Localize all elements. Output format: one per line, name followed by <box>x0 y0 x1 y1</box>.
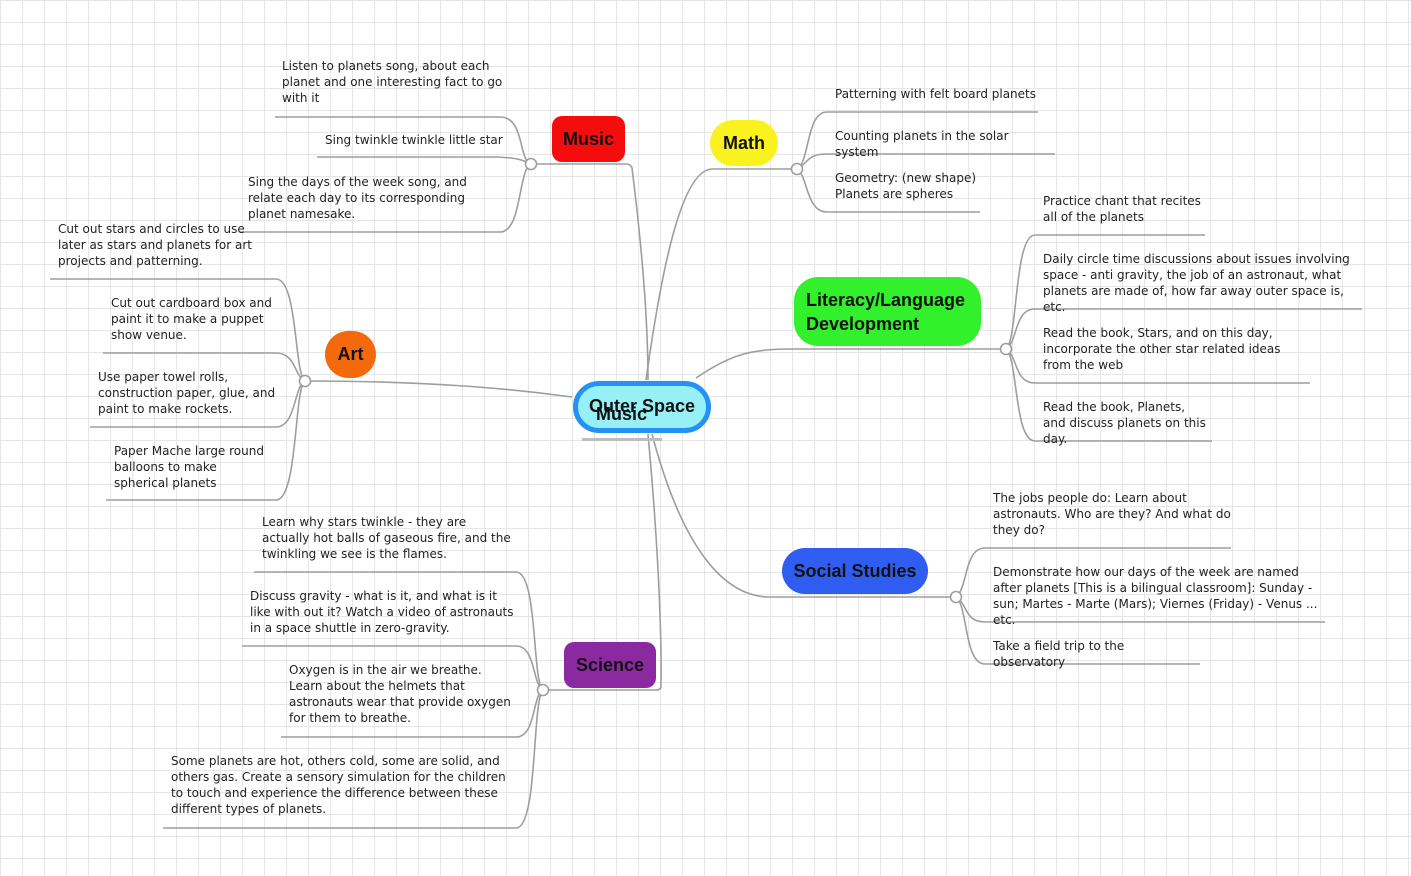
topic-music[interactable]: Music <box>552 116 625 162</box>
topic-art[interactable]: Art <box>325 331 376 378</box>
literacy-junction <box>999 342 1013 356</box>
edge-music-2 <box>317 156 532 165</box>
literacy-item-1[interactable]: Practice chant that recites all of the p… <box>1043 194 1201 224</box>
science-junction <box>536 683 550 697</box>
topic-social-studies[interactable]: Social Studies <box>782 548 928 594</box>
science-item-4[interactable]: Some planets are hot, others cold, some … <box>171 754 506 816</box>
edge-literacy-4 <box>1005 348 1212 442</box>
edge-central-social <box>651 433 956 598</box>
math-item-1[interactable]: Patterning with felt board planets <box>835 87 1036 101</box>
literacy-item-2[interactable]: Daily circle time discussions about issu… <box>1043 252 1350 314</box>
edge-literacy-1 <box>1005 234 1205 350</box>
edge-central-music <box>531 163 649 381</box>
music-item-1[interactable]: Listen to planets song, about each plane… <box>282 59 503 105</box>
math-junction <box>790 162 804 176</box>
ghost-underline <box>582 438 662 441</box>
literacy-item-3[interactable]: Read the book, Stars, and on this day, i… <box>1043 326 1281 372</box>
science-item-2[interactable]: Discuss gravity - what is it, and what i… <box>250 589 514 635</box>
social-item-1[interactable]: The jobs people do: Learn about astronau… <box>993 491 1231 537</box>
art-item-3[interactable]: Use paper towel rolls, construction pape… <box>98 370 276 416</box>
edge-central-science <box>543 433 662 691</box>
social-item-3[interactable]: Take a field trip to the observatory <box>993 639 1125 669</box>
art-item-2[interactable]: Cut out cardboard box and paint it to ma… <box>111 296 272 342</box>
topic-literacy[interactable]: Literacy/Language Development <box>794 277 981 346</box>
central-topic-label: Outer Space <box>588 396 696 416</box>
edge-science-4 <box>163 689 544 829</box>
edge-art-4 <box>106 380 306 501</box>
edge-central-math <box>645 168 797 381</box>
science-item-1[interactable]: Learn why stars twinkle - they are actua… <box>262 515 511 561</box>
art-item-1[interactable]: Cut out stars and circles to use later a… <box>58 222 253 268</box>
social-junction <box>949 590 963 604</box>
math-item-2[interactable]: Counting planets in the solar system <box>835 129 1009 159</box>
topic-math[interactable]: Math <box>710 120 778 166</box>
art-item-4[interactable]: Paper Mache large round balloons to make… <box>114 444 264 490</box>
topic-science[interactable]: Science <box>564 642 656 688</box>
central-topic-node[interactable] <box>573 381 711 433</box>
science-item-3[interactable]: Oxygen is in the air we breathe. Learn a… <box>289 663 511 725</box>
edge-central-art <box>304 380 573 398</box>
music-junction <box>524 157 538 171</box>
music-item-2[interactable]: Sing twinkle twinkle little star <box>325 133 503 147</box>
social-item-2[interactable]: Demonstrate how our days of the week are… <box>993 565 1318 627</box>
edge-art-1 <box>50 278 306 382</box>
art-junction <box>298 374 312 388</box>
ghost-topic-label: Music <box>596 404 648 424</box>
literacy-item-4[interactable]: Read the book, Planets, and discuss plan… <box>1043 400 1206 446</box>
math-item-3[interactable]: Geometry: (new shape) Planets are sphere… <box>835 171 977 201</box>
edge-central-literacy <box>695 348 1006 379</box>
music-item-3[interactable]: Sing the days of the week song, and rela… <box>248 175 467 221</box>
edge-science-1 <box>254 571 544 691</box>
